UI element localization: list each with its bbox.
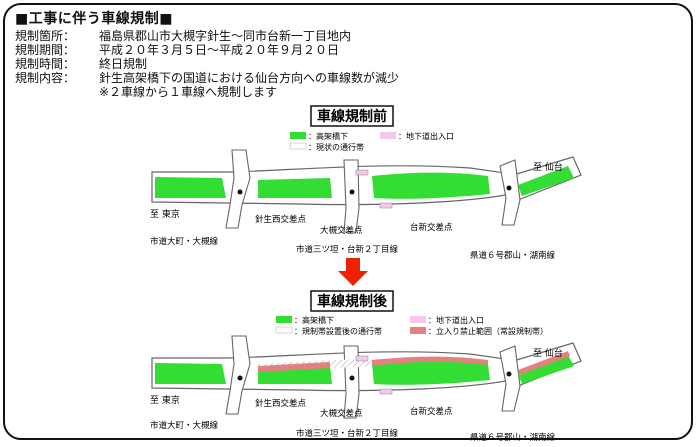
legend-viaduct-label: ：高架橋下 — [308, 131, 348, 141]
before-diagram: 車線規制前 ：高架橋下 ：地下道出入口 ：現状の通行帯 至 仙台 至 東京 針生… — [150, 105, 582, 261]
label-to-sendai: 至 仙台 — [533, 161, 563, 173]
legend-underpass-label: ：地下道出入口 — [398, 131, 454, 141]
underpass-entrance — [355, 355, 369, 362]
intersection-dot — [237, 375, 243, 381]
legend-underpass-label: ：地下道出入口 — [428, 315, 484, 325]
no-entry-zone — [258, 362, 330, 372]
label-hariu-west: 針生西交差点 — [255, 214, 307, 225]
cross-street-otsuki — [343, 159, 360, 233]
legend-lanes-swatch — [289, 142, 307, 150]
viaduct-section — [155, 363, 226, 384]
intersection-dot — [349, 189, 355, 195]
label-otsuki: 大槻交差点 — [320, 225, 363, 236]
label-city-road-left: 市道大町・大槻線 — [150, 236, 219, 247]
legend-lanes-label: ：規制帯設置後の通行帯 — [294, 326, 382, 336]
info-label: 規制内容： — [15, 71, 76, 85]
label-city-road-mid: 市道三ツ坦・台新２丁目線 — [296, 244, 399, 255]
before-heading-box — [310, 105, 394, 127]
after-heading-box — [310, 290, 394, 312]
notice-header: ■工事に伴う車線規制■ 規制箇所： 福島県郡山市大槻字針生～同市台新一丁目地内 … — [15, 11, 399, 99]
cross-street-daishin — [499, 159, 521, 226]
underpass-entrance — [379, 202, 393, 209]
info-row-content: 規制内容： 針生高架橋下の国道における仙台方向への車線数が減少 — [15, 71, 399, 85]
label-to-sendai: 至 仙台 — [533, 347, 563, 359]
label-to-tokyo: 至 東京 — [150, 394, 180, 406]
viaduct-section — [258, 178, 332, 198]
intersection-dot — [237, 189, 243, 195]
no-entry-zone — [518, 351, 570, 375]
info-value: 福島県郡山市大槻字針生～同市台新一丁目地内 — [99, 29, 352, 43]
notice-title: ■工事に伴う車線規制■ — [15, 11, 173, 27]
info-label: 規制期間： — [15, 43, 76, 57]
down-arrow-icon — [338, 258, 368, 286]
info-label: 規制箇所： — [15, 29, 76, 43]
label-city-road-mid: 市道三ツ坦・台新２丁目線 — [296, 428, 399, 439]
viaduct-section — [155, 177, 226, 198]
cross-street-daishin — [499, 345, 521, 412]
legend-viaduct-swatch — [290, 132, 306, 139]
intersection-dot — [506, 371, 512, 377]
label-city-road-left: 市道大町・大槻線 — [150, 420, 219, 431]
label-daishin: 台新交差点 — [410, 406, 453, 417]
no-entry-zone — [372, 356, 488, 366]
legend-noentry-label: ：立入り禁止範囲（常設規制帯） — [428, 326, 548, 336]
before-heading: 車線規制前 — [317, 108, 387, 125]
info-row-time: 規制時間： 終日規制 — [15, 57, 399, 71]
info-note-text: ※２車線から１車線へ規制します — [99, 85, 278, 99]
cross-street-hariu — [225, 149, 251, 229]
underpass-entrance — [379, 388, 393, 395]
viaduct-section — [372, 360, 490, 385]
label-otsuki: 大槻交差点 — [320, 408, 363, 419]
info-row-location: 規制箇所： 福島県郡山市大槻字針生～同市台新一丁目地内 — [15, 29, 399, 43]
intersection-dot — [349, 375, 355, 381]
label-to-tokyo: 至 東京 — [150, 208, 180, 220]
legend-underpass-swatch — [410, 316, 426, 323]
info-value: 終日規制 — [99, 57, 148, 71]
after-diagram: 車線規制後 ：高架橋下 ：地下道出入口 ：規制帯設置後の通行帯 ：立入り禁止範囲… — [150, 290, 582, 443]
info-value: 針生高架橋下の国道における仙台方向への車線数が減少 — [99, 71, 400, 85]
legend-lanes-swatch — [275, 326, 293, 334]
legend-noentry-swatch — [410, 327, 426, 334]
legend-underpass-swatch — [380, 132, 396, 139]
intersection-dot — [506, 185, 512, 191]
label-pref-road: 県道６号郡山・湖南線 — [470, 250, 556, 261]
info-label: 規制時間： — [15, 57, 76, 71]
viaduct-section — [518, 355, 574, 384]
label-pref-road: 県道６号郡山・湖南線 — [470, 432, 556, 443]
legend-lanes-label: ：現状の通行帯 — [308, 142, 364, 152]
label-hariu-west: 針生西交差点 — [255, 398, 307, 409]
info-value: 平成２０年３月５日～平成２０年９月２０日 — [99, 43, 340, 57]
underpass-entrance — [355, 169, 369, 176]
info-row-period: 規制期間： 平成２０年３月５日～平成２０年９月２０日 — [15, 43, 399, 57]
legend-viaduct-label: ：高架橋下 — [294, 315, 334, 325]
legend-viaduct-swatch — [276, 316, 292, 323]
cross-street-hariu — [225, 335, 251, 415]
viaduct-section — [372, 172, 490, 199]
info-note: ※２車線から１車線へ規制します — [15, 85, 399, 99]
label-daishin: 台新交差点 — [410, 222, 453, 233]
viaduct-section — [518, 166, 574, 196]
after-heading: 車線規制後 — [317, 293, 388, 310]
